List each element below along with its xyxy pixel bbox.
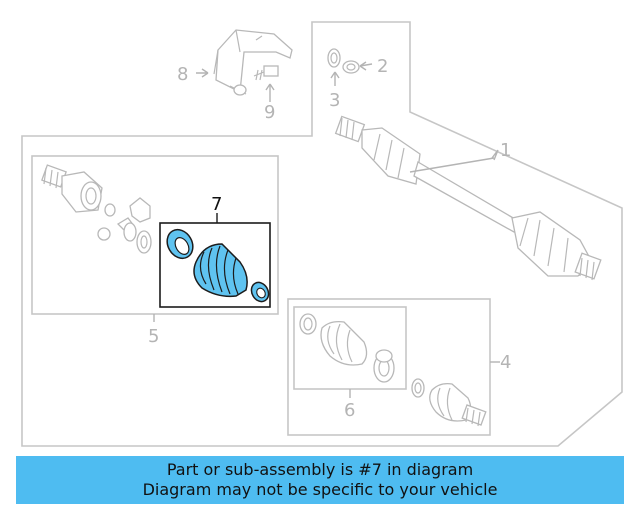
callout-8: 8 xyxy=(177,64,188,85)
callout-1: 1 xyxy=(500,140,511,161)
leader-1 xyxy=(491,149,499,161)
main-frame-outline xyxy=(21,21,623,447)
part-5-outer-joint xyxy=(41,164,152,254)
banner-line-disclaimer: Diagram may not be specific to your vehi… xyxy=(142,480,498,499)
callout-2: 2 xyxy=(377,56,388,77)
banner-line-part: Part or sub-assembly is #7 in diagram xyxy=(166,460,474,479)
part-7-boot-kit xyxy=(166,228,270,303)
callout-7: 7 xyxy=(211,194,222,215)
leader-2 xyxy=(359,61,373,71)
callout-5: 5 xyxy=(148,326,159,347)
part-1-driveshaft xyxy=(334,115,602,281)
callout-3: 3 xyxy=(329,90,340,111)
subassembly-5-frame xyxy=(31,155,279,315)
leader-1-line xyxy=(409,157,495,173)
leader-9 xyxy=(265,83,275,102)
callout-9: 9 xyxy=(264,102,275,123)
leader-3 xyxy=(330,71,340,86)
callout-4: 4 xyxy=(500,352,511,373)
callout-6: 6 xyxy=(344,400,355,421)
part-6-inner-boot xyxy=(299,313,395,383)
info-banner: Part or sub-assembly is #7 in diagram Di… xyxy=(16,456,624,504)
subassembly-4-frame xyxy=(287,298,491,436)
part-4-inner-joint xyxy=(411,378,487,427)
part-9-bolt xyxy=(253,65,279,81)
part-3-clip xyxy=(327,48,341,68)
leader-8 xyxy=(196,68,209,78)
part-8-bracket xyxy=(213,29,293,96)
part-2-ring xyxy=(342,60,360,74)
